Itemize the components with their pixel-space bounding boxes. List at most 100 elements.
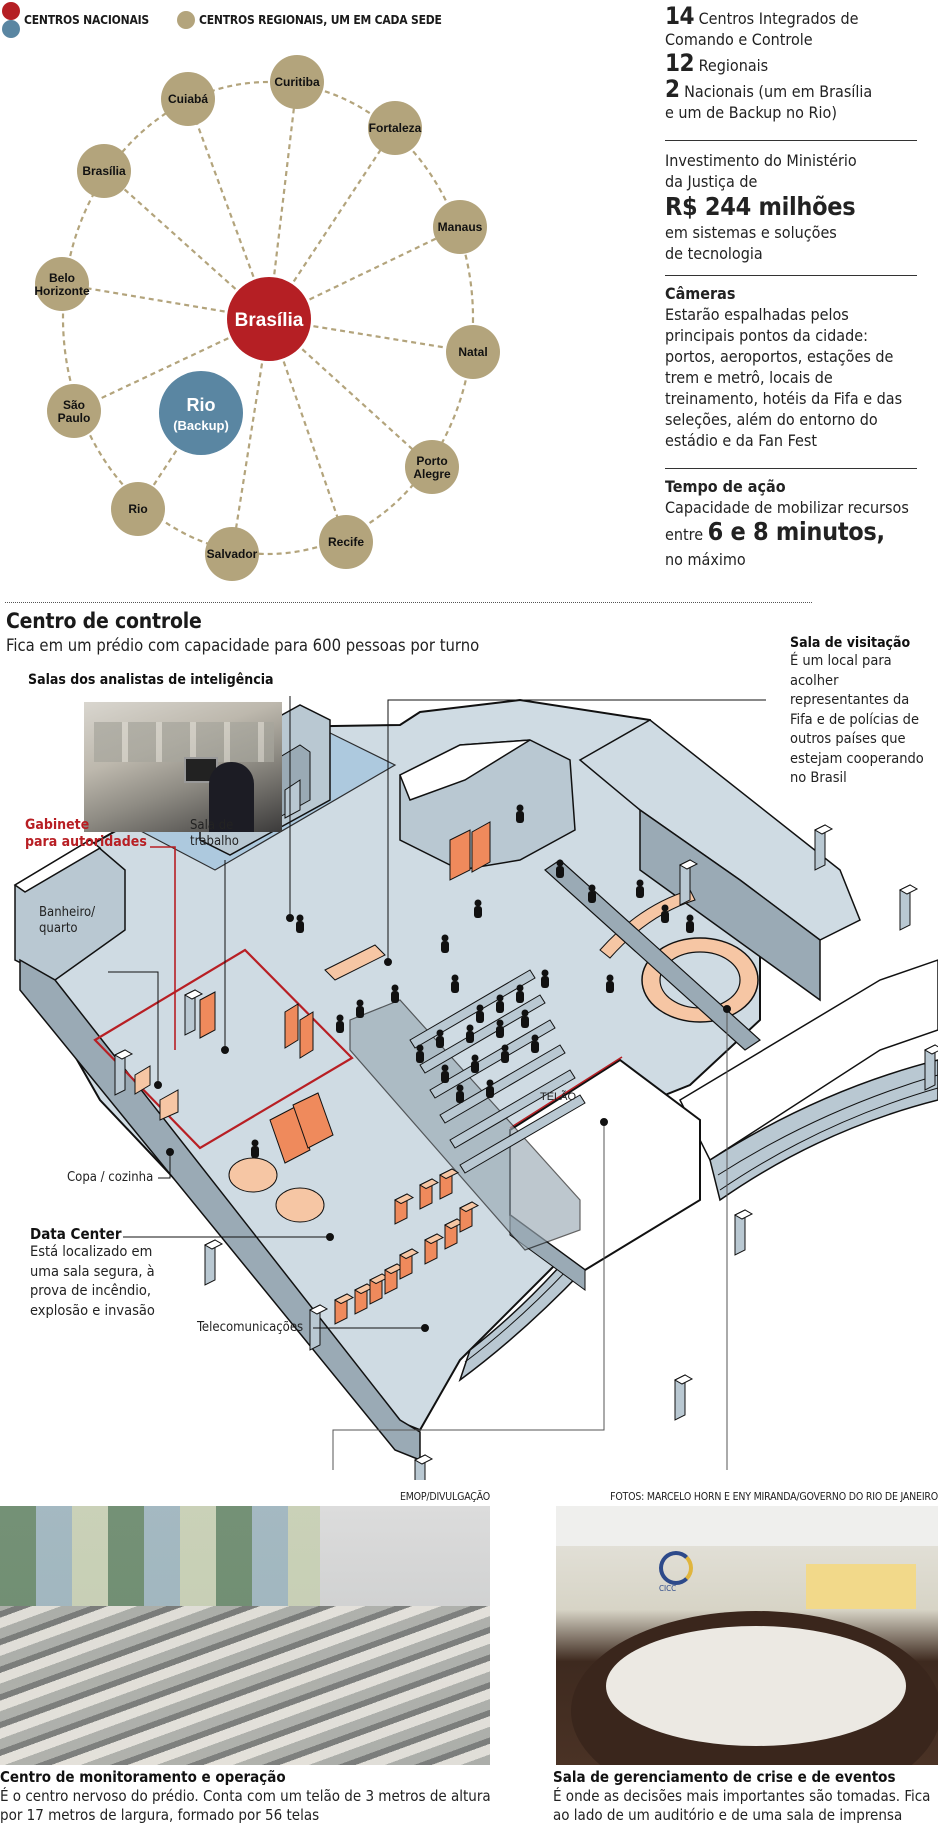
server-cabinet-top	[458, 1201, 480, 1213]
round-table	[275, 1187, 325, 1223]
column-top	[898, 884, 919, 895]
regional-node	[111, 482, 165, 536]
person-head	[501, 1044, 509, 1052]
divider	[665, 140, 917, 141]
legend: CENTROS NACIONAIS CENTROS REGIONAIS, UM …	[0, 2, 640, 46]
video-wall	[0, 1506, 320, 1606]
action-title: Tempo de ação	[665, 477, 786, 496]
person-head	[541, 969, 549, 977]
regional-node	[368, 101, 422, 155]
regional-node	[161, 72, 215, 126]
national-hub-node	[227, 277, 311, 361]
visitation-line: representantes da	[790, 692, 910, 708]
person-body	[496, 1001, 504, 1013]
person-body	[686, 921, 694, 933]
visitation-line: no Brasil	[790, 770, 847, 786]
count-total-label-2: Comando e Controle	[665, 30, 813, 49]
operation-desk-row	[439, 1044, 566, 1124]
top-tower	[399, 739, 576, 881]
person-body	[356, 1006, 364, 1018]
person-body	[516, 811, 524, 823]
round-table	[228, 1157, 278, 1193]
divider	[665, 468, 917, 469]
desc-line: É onde as decisões mais importantes são …	[553, 1787, 931, 1805]
backup-node-label: (Backup)	[173, 418, 229, 433]
label-line: Sala de	[190, 818, 234, 833]
cameras-line: trem e metrô, locais de	[665, 368, 833, 387]
person-body	[456, 1091, 464, 1103]
visitation-line: outros países que	[790, 731, 906, 747]
count-total-label: Centros Integrados de	[694, 9, 859, 28]
person-head	[496, 994, 504, 1002]
regional-node-label: Natal	[458, 345, 487, 359]
regional-node	[446, 325, 500, 379]
regional-node-label: Recife	[328, 535, 364, 549]
datacenter-title: Data Center	[30, 1225, 122, 1243]
label-line: trabalho	[190, 834, 239, 849]
crisis-room-desc: É onde as decisões mais importantes são …	[553, 1787, 938, 1825]
person-body	[474, 906, 482, 918]
visitation-wing	[578, 719, 861, 1023]
desc-line: ao lado de um auditório e de uma sala de…	[553, 1806, 903, 1824]
person-head	[661, 904, 669, 912]
person-body	[636, 886, 644, 898]
structural-columns	[113, 824, 938, 1480]
label-telecom: Telecomunicações	[197, 1320, 304, 1335]
person-head	[516, 804, 524, 812]
screen-marker	[509, 1056, 623, 1129]
person-head	[474, 899, 482, 907]
label-analysts: Salas dos analistas de inteligência	[28, 672, 274, 688]
regional-node-label: Brasília	[82, 164, 126, 178]
person-body	[451, 981, 459, 993]
person-body	[251, 1146, 259, 1158]
analysts-photo	[84, 702, 282, 832]
person-body	[501, 1051, 509, 1063]
person-body	[496, 1026, 504, 1038]
person-head	[496, 1019, 504, 1027]
backup-node	[159, 371, 243, 455]
meeting-table	[324, 944, 386, 981]
person-body	[588, 891, 596, 903]
cicc-logo	[659, 1551, 693, 1585]
server-cabinet-top	[423, 1233, 445, 1245]
operation-desk-row	[419, 994, 546, 1074]
crisis-room-photo: CICC	[556, 1506, 938, 1765]
crisis-room-title: Sala de gerenciamento de crise e de even…	[553, 1768, 896, 1786]
photo-credit-right: FOTOS: MARCELO HORN E ENY MIRANDA/GOVERN…	[610, 1491, 938, 1503]
person-body	[516, 991, 524, 1003]
investment-line: da Justiça de	[665, 172, 758, 191]
label-line: Banheiro/	[39, 905, 96, 920]
column-top	[923, 1044, 938, 1055]
column-top	[673, 1374, 694, 1385]
cameras-title: Câmeras	[665, 284, 736, 303]
spoke-connector	[61, 282, 270, 321]
facts-action: Tempo de ação Capacidade de mobilizar re…	[665, 476, 923, 570]
left-wing	[13, 839, 126, 981]
column-top	[678, 859, 699, 870]
regional-node	[405, 440, 459, 494]
person-body	[416, 1051, 424, 1063]
regional-node-label: Horizonte	[34, 284, 90, 298]
person-body	[556, 866, 564, 878]
screen-label: TELÃO	[540, 1090, 577, 1103]
national-hub-label: Brasília	[235, 310, 304, 331]
count-regional: 12	[665, 49, 695, 77]
cameras-line: seleções, além do entorno do	[665, 410, 878, 429]
cicc-logo-text: CICC	[659, 1584, 677, 1593]
person-head	[296, 914, 304, 922]
person-body	[521, 1016, 529, 1028]
datacenter-line: prova de incêndio,	[30, 1283, 152, 1299]
operations-desc: É o centro nervoso do prédio. Conta com …	[0, 1787, 530, 1825]
action-line: no máximo	[665, 550, 746, 569]
count-national-label: Nacionais (um em Brasília	[679, 82, 873, 101]
person-body	[466, 1031, 474, 1043]
backup-node-label: Rio	[187, 395, 216, 415]
leader-lines	[108, 696, 766, 1470]
column-top	[203, 1239, 224, 1250]
person-head	[456, 1084, 464, 1092]
person-head	[466, 1024, 474, 1032]
column-top	[183, 989, 204, 1000]
regional-node	[270, 55, 324, 109]
cameras-line: treinamento, hotéis da Fifa e das	[665, 389, 903, 408]
control-center-title: Centro de controle	[6, 609, 202, 633]
